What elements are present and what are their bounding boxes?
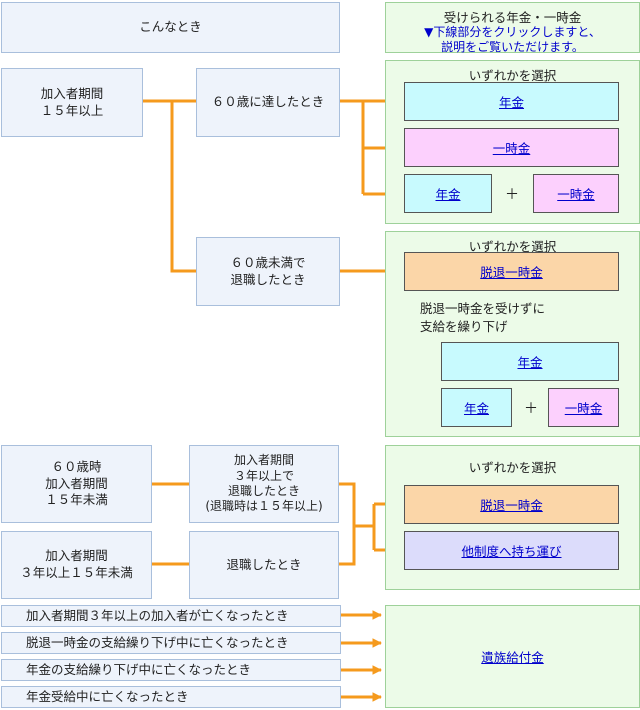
panel-title: いずれかを選択: [468, 68, 557, 83]
condition-line: ３年以上１５年未満: [20, 565, 133, 580]
option-deferred-nenkin[interactable]: 年金: [441, 342, 619, 381]
deferral-note-line: 支給を繰り下げ: [420, 319, 508, 335]
case-label: (退職時は１５年以上): [205, 499, 323, 514]
link-nenkin[interactable]: 年金: [435, 187, 461, 202]
link-ichijikin[interactable]: 一時金: [564, 401, 603, 416]
link-dattai-ichijikin[interactable]: 脱退一時金: [480, 265, 543, 280]
deferral-note: 脱退一時金を受けずに 支給を繰り下げ: [420, 300, 545, 336]
link-ichijikin[interactable]: 一時金: [557, 187, 595, 202]
option-portability[interactable]: 他制度へ持ち運び: [404, 531, 619, 570]
plus-sign: ＋: [524, 401, 538, 417]
link-nenkin[interactable]: 年金: [463, 401, 489, 416]
condition-3-to-15-years: 加入者期間 ３年以上１５年未満: [1, 531, 152, 599]
condition-line: １５年以上: [40, 102, 104, 118]
connector-cond1-branch: [170, 101, 196, 273]
option-combo-ichijikin[interactable]: 一時金: [533, 174, 619, 213]
death-row-label: 加入者期間３年以上の加入者が亡くなったとき: [26, 607, 289, 623]
link-ichijikin[interactable]: 一時金: [492, 141, 531, 156]
case-label: 退職したとき: [226, 556, 302, 572]
link-dattai-ichijikin[interactable]: 脱退一時金: [480, 498, 543, 513]
case-label: 加入者期間: [233, 453, 294, 468]
case-age-60: ６０歳に達したとき: [196, 68, 340, 137]
condition-age60-under-15: ６０歳時 加入者期間 １５年未満: [1, 445, 152, 523]
case-retire: 退職したとき: [189, 531, 339, 599]
link-nenkin[interactable]: 年金: [517, 355, 543, 370]
header-benefits: 受けられる年金・一時金 ▼下線部分をクリックしますと、 説明をご覧いただけます。: [385, 2, 640, 54]
link-survivor-benefit[interactable]: 遺族給付金: [481, 650, 544, 665]
header-situation: こんなとき: [1, 2, 340, 53]
death-row-label: 年金の支給繰り下げ中に亡くなったとき: [26, 661, 252, 677]
condition-line: １５年未満: [45, 492, 108, 508]
case-label: ６０歳未満で: [230, 254, 306, 270]
connector-case2a: [339, 482, 356, 566]
link-nenkin[interactable]: 年金: [498, 95, 524, 110]
header-benefits-title: 受けられる年金・一時金: [443, 10, 582, 25]
condition-15-years-plus: 加入者期間 １５年以上: [1, 68, 143, 137]
death-row-4: 年金受給中に亡くなったとき: [1, 686, 341, 708]
option-dattai-ichijikin[interactable]: 脱退一時金: [404, 252, 619, 291]
panel-title: いずれかを選択: [468, 239, 557, 254]
condition-line: 加入者期間: [40, 85, 104, 101]
option-deferred-combo-ichijikin[interactable]: 一時金: [548, 388, 619, 427]
case-label: 退職したとき: [230, 271, 306, 287]
death-row-2: 脱退一時金の支給繰り下げ中に亡くなったとき: [1, 632, 341, 654]
case-retire-3-years-plus: 加入者期間 ３年以上で 退職したとき (退職時は１５年以上): [189, 445, 339, 523]
header-note-line1: ▼下線部分をクリックしますと、: [424, 25, 601, 39]
option-nenkin[interactable]: 年金: [404, 82, 619, 121]
option-deferred-combo-nenkin[interactable]: 年金: [441, 388, 512, 427]
header-situation-label: こんなとき: [139, 19, 202, 35]
case-label: ６０歳に達したとき: [211, 94, 325, 110]
panel-survivor-benefit[interactable]: 遺族給付金: [385, 605, 640, 708]
panel-title: いずれかを選択: [468, 460, 557, 475]
death-row-3: 年金の支給繰り下げ中に亡くなったとき: [1, 659, 341, 681]
condition-line: 加入者期間: [45, 548, 108, 564]
condition-line: 加入者期間: [45, 475, 108, 491]
option-ichijikin[interactable]: 一時金: [404, 128, 619, 167]
case-label: 退職したとき: [227, 484, 300, 498]
deferral-note-line: 脱退一時金を受けずに: [420, 301, 546, 316]
case-label: ３年以上で: [233, 468, 294, 483]
link-portability[interactable]: 他制度へ持ち運び: [461, 544, 562, 559]
header-note-line2: 説明をご覧いただけます。: [441, 40, 584, 54]
option-combo-nenkin[interactable]: 年金: [404, 174, 492, 213]
death-row-label: 年金受給中に亡くなったとき: [26, 688, 189, 704]
plus-sign: ＋: [505, 187, 519, 203]
death-row-1: 加入者期間３年以上の加入者が亡くなったとき: [1, 605, 341, 627]
death-row-label: 脱退一時金の支給繰り下げ中に亡くなったとき: [26, 634, 289, 650]
condition-line: ６０歳時: [51, 458, 102, 474]
case-retire-before-60: ６０歳未満で 退職したとき: [196, 237, 340, 306]
option-dattai-ichijikin-2[interactable]: 脱退一時金: [404, 485, 619, 524]
